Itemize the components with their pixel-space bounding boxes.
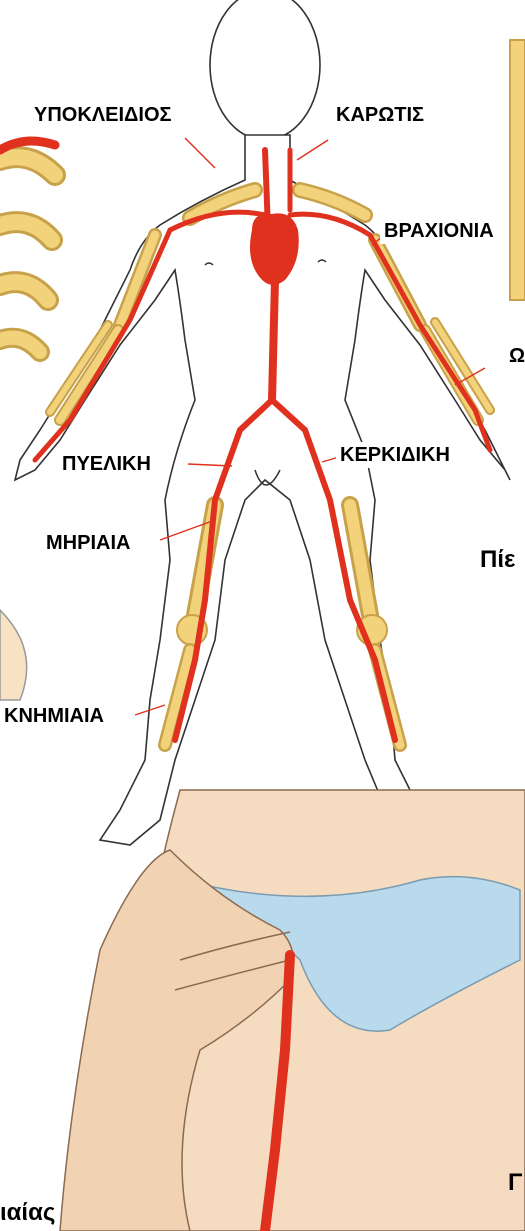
rib-cage-fragment [0,141,55,352]
femoral-pulse-illustration [60,790,525,1231]
skin-fragment-left [0,610,27,700]
caption-right-partial: Πίε [480,545,515,575]
label-femoral: ΜΗΡΙΑΙΑ [42,530,134,556]
label-tibial: ΚΝΗΜΙΑΙΑ [0,703,108,729]
label-subclavian: ΥΠΟΚΛΕΙΔΙΟΣ [30,102,176,128]
caption-bottom-left-partial: ιαίας [0,1198,55,1228]
label-brachial: ΒΡΑΧΙΟΝΙΑ [380,218,498,244]
label-ulnar-partial: Ω [505,343,525,369]
label-radial: ΚΕΡΚΙΔΙΚΗ [336,442,454,468]
label-carotid: ΚΑΡΩΤΙΣ [332,102,428,128]
label-iliac: ΠΥΕΛΙΚΗ [58,451,155,477]
bone-fragment-right [510,40,525,300]
caption-bottom-right-partial: Γ [508,1168,522,1198]
